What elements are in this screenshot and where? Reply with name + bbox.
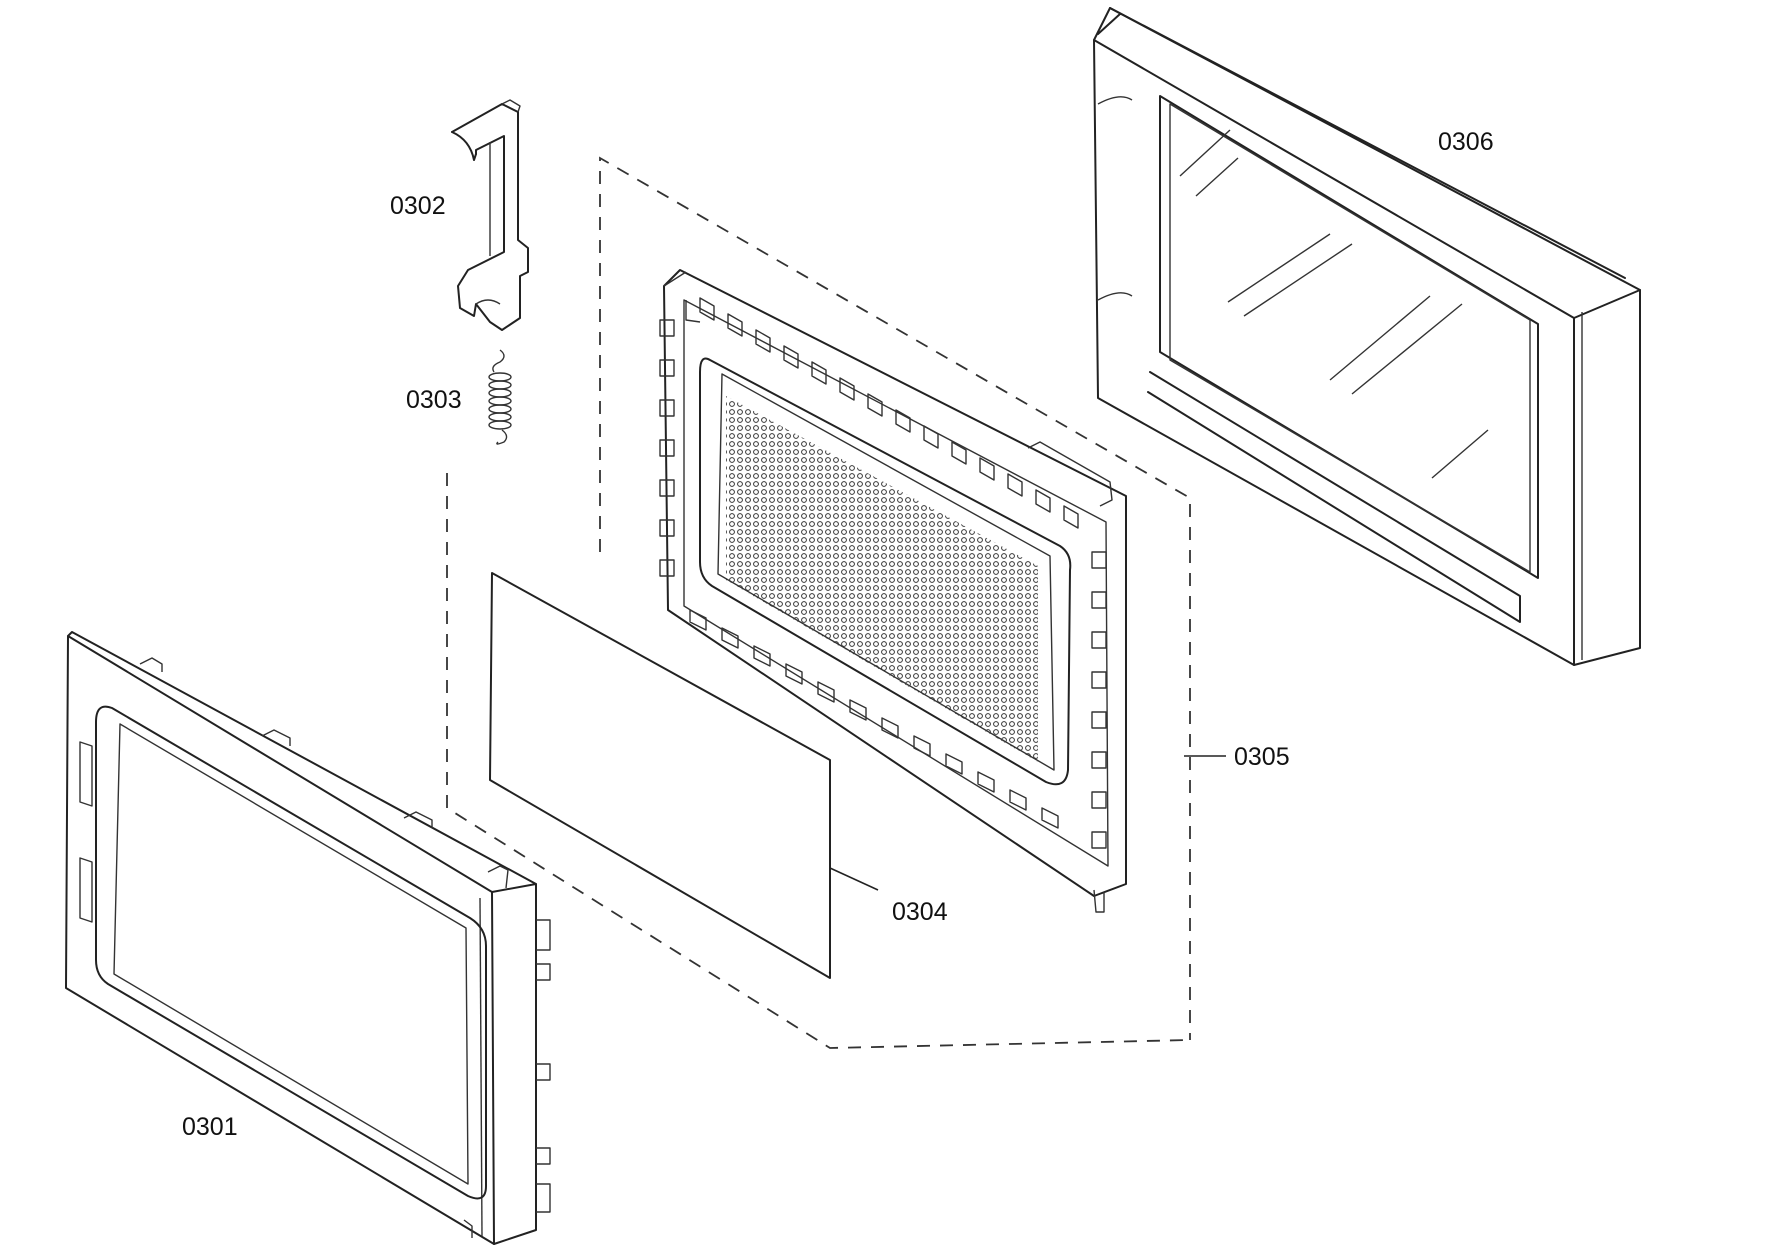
part-label-0304: 0304 [892, 898, 948, 926]
part-outer-door-glass[interactable] [1093, 7, 1641, 666]
part-label-0305: 0305 [1234, 743, 1290, 771]
part-latch-hook[interactable] [451, 99, 529, 331]
leader-line-0304 [829, 867, 879, 891]
part-door-frame[interactable] [65, 631, 551, 1245]
assembly-outline-outer [446, 473, 1191, 1049]
part-label-0301: 0301 [182, 1113, 238, 1141]
part-choke-cover[interactable] [489, 572, 831, 979]
part-label-0302: 0302 [390, 192, 446, 220]
part-inner-door-panel[interactable] [659, 269, 1127, 913]
part-spring[interactable] [488, 349, 512, 445]
part-label-0306: 0306 [1438, 128, 1494, 156]
assembly-outline-inner [599, 156, 1191, 1040]
part-label-0303: 0303 [406, 386, 462, 414]
